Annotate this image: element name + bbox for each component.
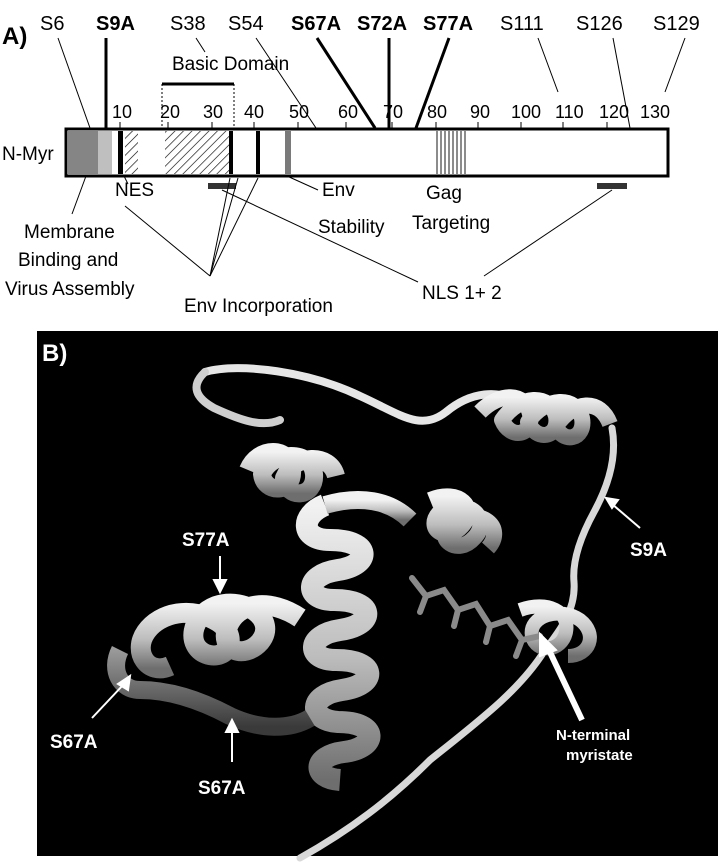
tick-label: 120: [599, 102, 629, 122]
tick-label: 50: [289, 102, 309, 122]
protein-bar-outline: [64, 127, 670, 178]
myristate-label: N-terminal myristate: [556, 727, 634, 764]
site-label-s67a: S67A: [291, 13, 341, 35]
s67a-bottom-label: S67A: [198, 778, 246, 799]
site-label-s129: S129: [653, 13, 700, 35]
panel-b-label: B): [42, 340, 67, 367]
site-label-s77a: S77A: [423, 13, 473, 35]
s9a-label: S9A: [630, 540, 667, 561]
myristate-sticks: [409, 575, 543, 659]
site-label-s126: S126: [576, 13, 623, 35]
helix-1: [474, 389, 618, 446]
env-stability-label: Env Stability: [318, 180, 385, 238]
site-label-s54: S54: [228, 13, 264, 35]
annotation-arrows: [91, 496, 641, 762]
tick-label: 80: [427, 102, 447, 122]
membrane-binding-region: [68, 131, 98, 174]
scale-tick-labels: 10 20 30 40 50 60 70 80 90 100 110 120 1…: [112, 102, 670, 122]
region-marker: [229, 131, 233, 174]
nes-region: [118, 131, 123, 174]
helix-3: [426, 488, 503, 554]
tick-label: 70: [383, 102, 403, 122]
site-leader-lines: [57, 37, 686, 129]
callout-lines: [71, 175, 613, 283]
env-incorporation-label: Env Incorporation: [184, 296, 333, 317]
tick-label: 110: [555, 102, 584, 122]
nes-label: NES: [115, 180, 154, 201]
protein-bar: [64, 127, 670, 178]
nls-2-marker: [597, 183, 627, 189]
panel-a: A) S6 S9A S38 S54 S67A S72A S77A S111 S1…: [2, 13, 700, 317]
site-label-s111: S111: [500, 13, 544, 35]
env-stability-region: [285, 131, 291, 174]
tick-label: 60: [338, 102, 358, 122]
tick-label: 10: [112, 102, 132, 122]
site-label-s38: S38: [170, 13, 206, 35]
basic-domain-hatched: [165, 131, 231, 174]
n-myr-label: N-Myr: [2, 144, 54, 165]
tick-label: 40: [244, 102, 264, 122]
membrane-binding-label: Membrane Binding and Virus Assembly: [5, 222, 135, 300]
nes-hatched: [125, 131, 138, 174]
panel-b-background: [37, 331, 718, 856]
site-label-s6: S6: [40, 13, 64, 35]
protein-ribbon-structure: [107, 364, 618, 862]
tick-label: 20: [160, 102, 180, 122]
s77a-label: S77A: [182, 530, 230, 551]
s67a-left-label: S67A: [50, 732, 98, 753]
site-label-s72a: S72A: [357, 13, 407, 35]
region-marker: [256, 131, 260, 174]
nls-1-marker: [208, 183, 236, 189]
tick-label: 100: [511, 102, 541, 122]
helix-2: [239, 443, 345, 503]
gag-targeting-label: Gag Targeting: [412, 183, 490, 234]
region-marker: [98, 131, 112, 174]
tick-label: 90: [470, 102, 490, 122]
nls-label: NLS 1+ 2: [422, 283, 502, 304]
panel-b: B): [37, 331, 718, 862]
helix-4: [107, 593, 315, 736]
helix-central: [295, 491, 417, 791]
panel-a-label: A): [2, 23, 27, 50]
tick-label: 30: [203, 102, 223, 122]
gag-targeting-region: [436, 131, 466, 174]
basic-domain-label: Basic Domain: [172, 54, 289, 75]
tick-label: 130: [640, 102, 670, 122]
site-label-s9a: S9A: [96, 13, 135, 35]
